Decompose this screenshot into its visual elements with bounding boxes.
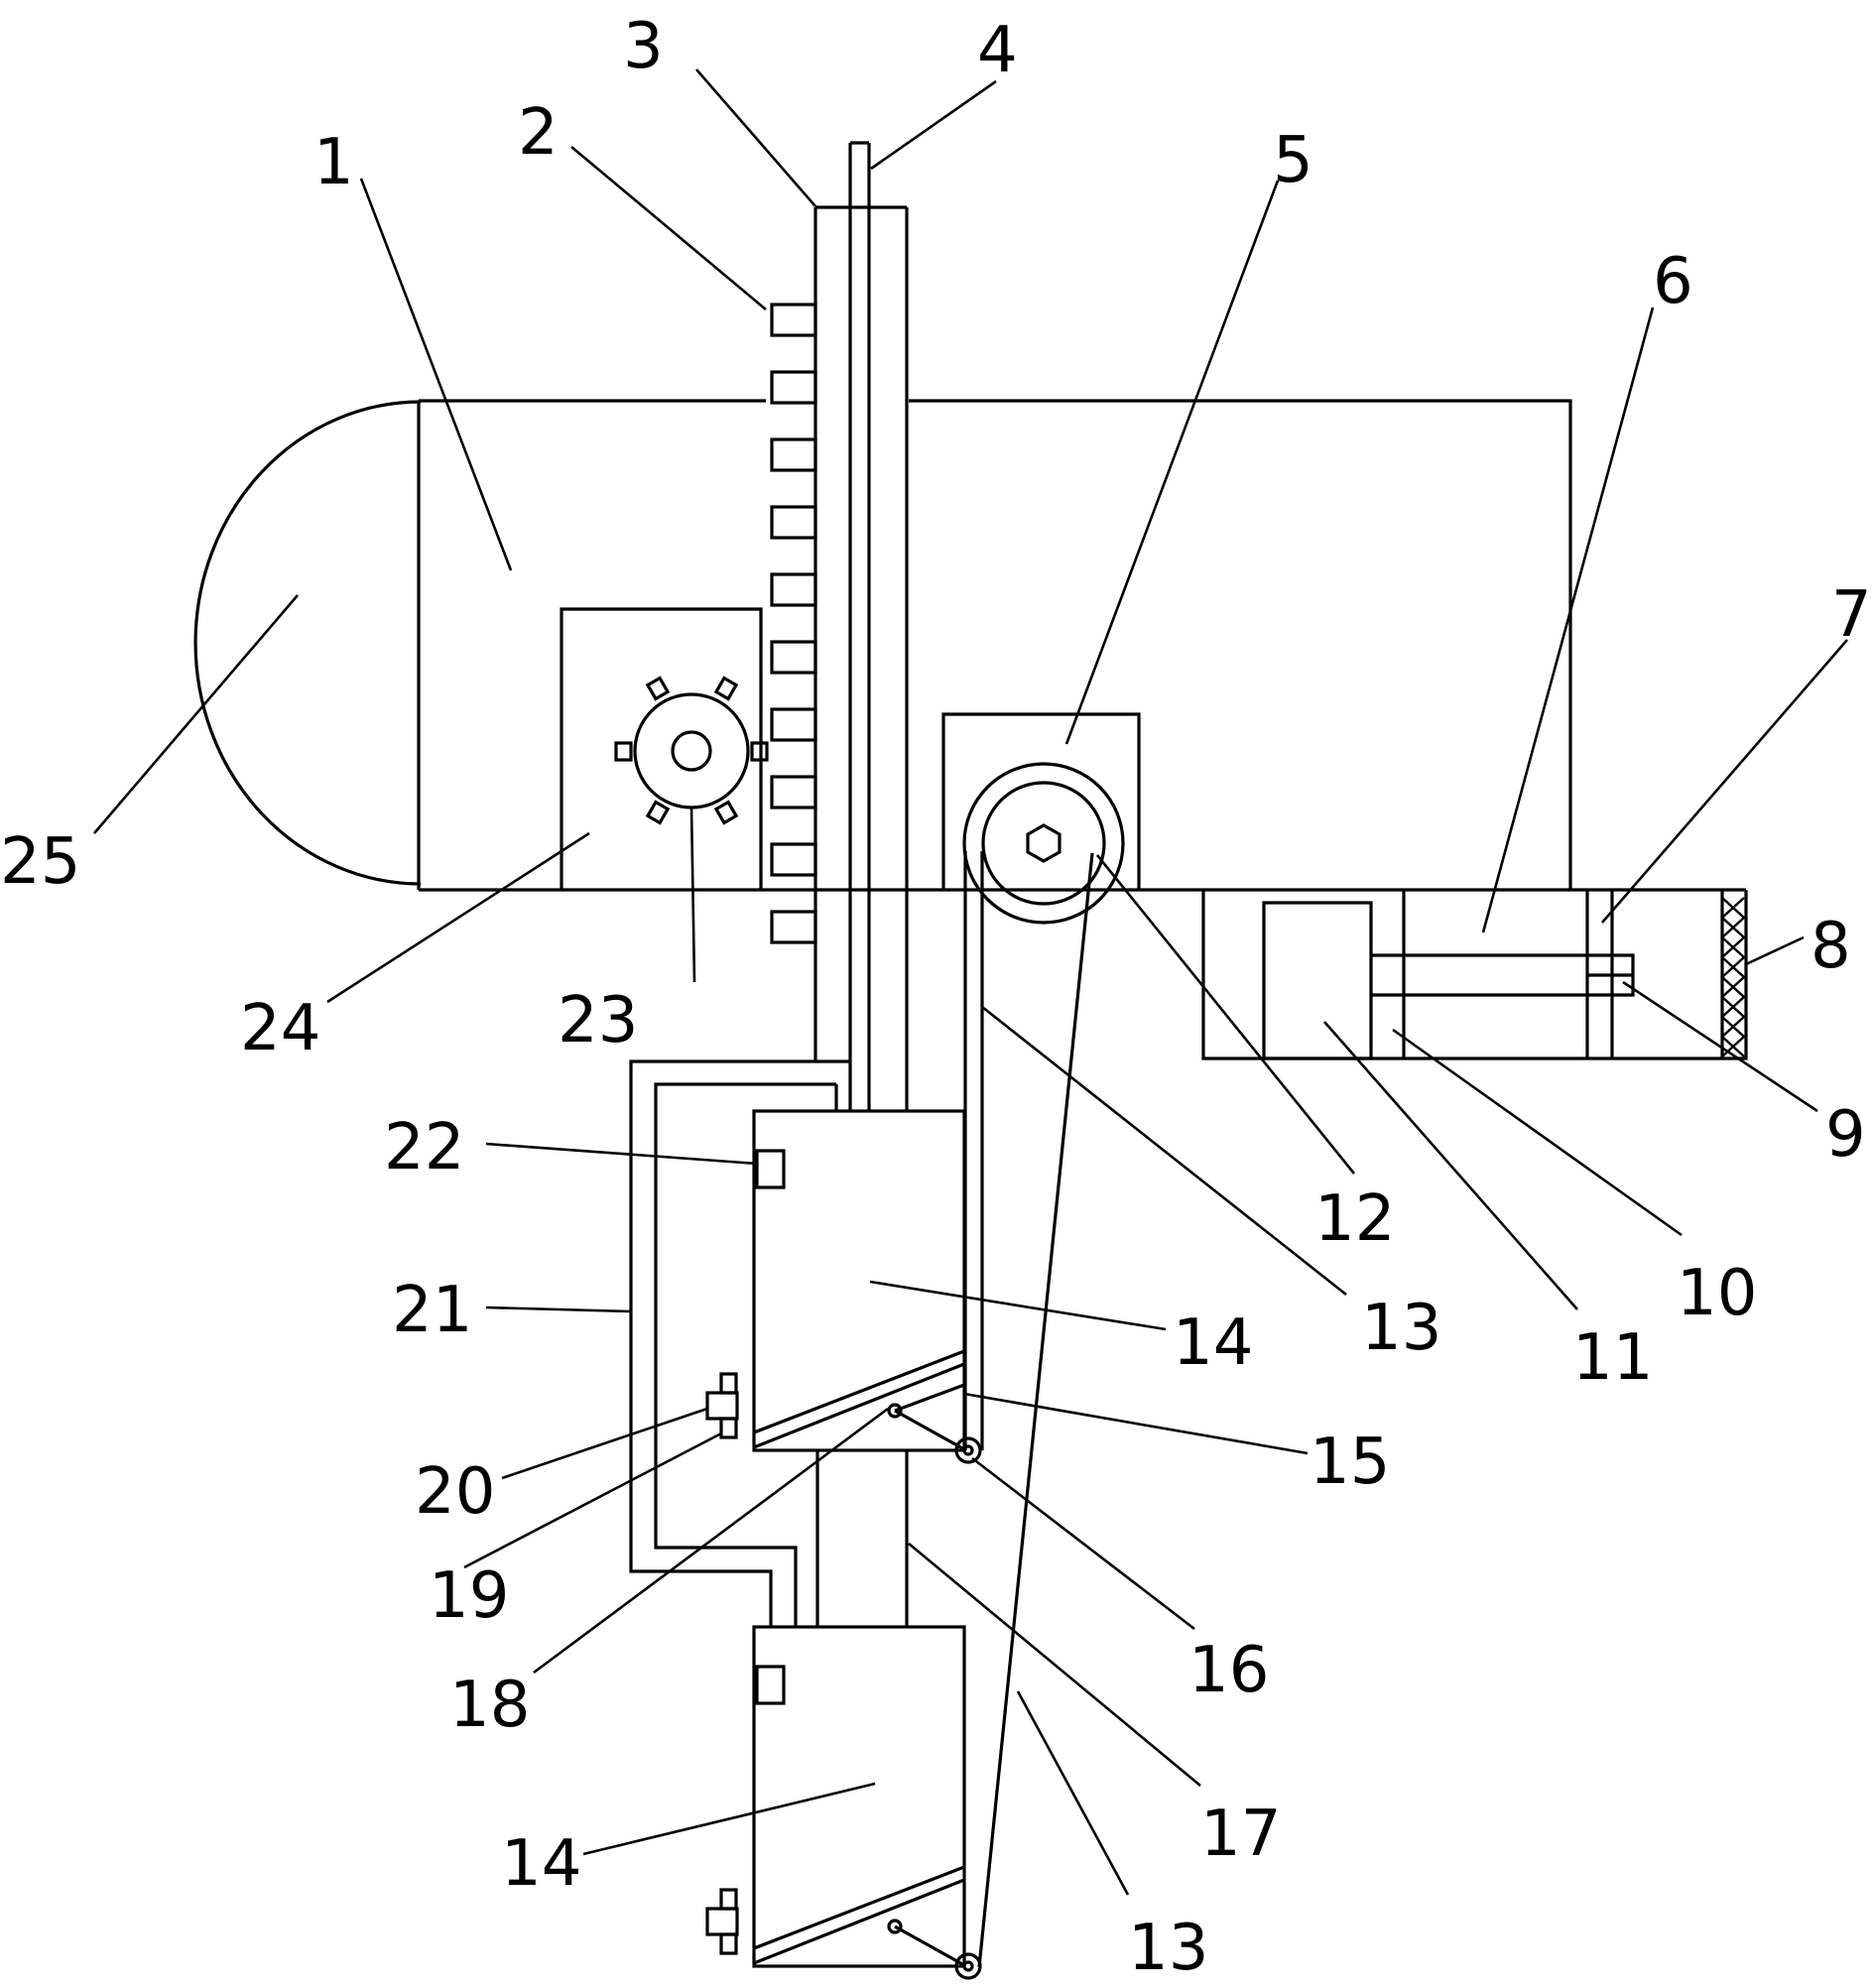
part-lower-screen — [753, 1865, 965, 1965]
rack-tooth — [770, 437, 817, 472]
part-16-small-pulley — [954, 1436, 982, 1464]
label-7: 7 — [1831, 578, 1872, 652]
rack-tooth — [770, 775, 817, 809]
part-14-upper-box — [752, 1109, 966, 1452]
label-1: 1 — [313, 126, 354, 199]
label-12: 12 — [1314, 1182, 1395, 1256]
label-11: 11 — [1572, 1321, 1653, 1395]
part-22-sensor — [755, 1149, 786, 1189]
label-15: 15 — [1310, 1426, 1390, 1499]
rack-tooth — [770, 910, 817, 944]
rack-tooth — [770, 572, 817, 607]
part-14-lower-box — [752, 1625, 966, 1968]
part-23-gear — [614, 676, 769, 825]
label-16: 16 — [1188, 1634, 1269, 1707]
label-21: 21 — [392, 1274, 472, 1347]
reference-labels: 1 2 3 4 5 6 7 8 9 10 11 12 13 13 14 14 1… — [0, 10, 1872, 1985]
label-3: 3 — [623, 10, 664, 83]
part-2-rack-teeth — [770, 303, 817, 944]
label-8: 8 — [1811, 910, 1851, 983]
label-24: 24 — [240, 992, 320, 1065]
label-4: 4 — [977, 14, 1018, 87]
part-5-motor-housing — [941, 712, 1141, 890]
rack-tooth — [770, 505, 817, 540]
label-19: 19 — [429, 1559, 509, 1633]
part-1-main-body — [417, 399, 1572, 890]
part-3-column — [813, 205, 909, 1111]
part-8-mesh — [1720, 890, 1746, 1058]
label-14-lower: 14 — [501, 1827, 581, 1901]
label-18: 18 — [449, 1669, 530, 1742]
label-2: 2 — [518, 96, 559, 170]
part-4-inner-rod — [848, 141, 871, 1111]
part-15-upper-screen — [753, 1349, 965, 1449]
part-lower-valve — [705, 1888, 739, 1955]
rack-tooth — [770, 640, 817, 675]
part-13-belt — [963, 851, 1094, 1968]
part-12-pulley — [962, 762, 1125, 925]
label-9: 9 — [1825, 1098, 1866, 1172]
part-6-extension-box — [1201, 890, 1748, 1060]
label-25: 25 — [0, 825, 80, 899]
part-17-lower-column — [815, 1450, 909, 1627]
part-lower-sensor — [755, 1665, 786, 1705]
label-22: 22 — [384, 1111, 464, 1184]
part-21-pipe — [629, 1059, 850, 1627]
part-lower-small-pulley — [954, 1952, 982, 1980]
part-20-valve — [705, 1372, 739, 1439]
rack-tooth — [770, 303, 817, 337]
label-20: 20 — [415, 1455, 495, 1529]
label-13-upper: 13 — [1361, 1292, 1441, 1365]
label-17: 17 — [1200, 1798, 1281, 1871]
rack-tooth — [770, 707, 817, 742]
leader-lines — [93, 68, 1848, 1896]
label-23: 23 — [558, 984, 638, 1057]
label-6: 6 — [1653, 245, 1693, 318]
label-14-upper: 14 — [1173, 1306, 1253, 1380]
label-10: 10 — [1677, 1257, 1757, 1330]
part-lower-hinge — [887, 1919, 903, 1934]
part-24-gear-housing — [560, 607, 763, 890]
part-lower-link — [894, 1925, 965, 1967]
part-18-hinge — [887, 1403, 903, 1419]
part-16-link-arm — [894, 1383, 965, 1413]
label-13-lower: 13 — [1128, 1912, 1208, 1985]
label-5: 5 — [1273, 124, 1313, 197]
part-11-cylinder — [1262, 901, 1373, 1060]
rack-tooth — [770, 370, 817, 405]
rack-tooth — [770, 842, 817, 877]
part-25-half-dome — [193, 400, 422, 886]
part-16-link — [894, 1409, 965, 1451]
